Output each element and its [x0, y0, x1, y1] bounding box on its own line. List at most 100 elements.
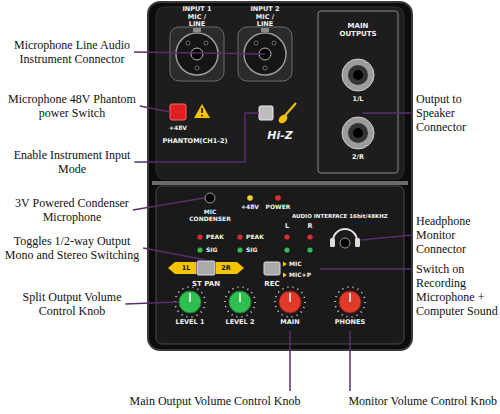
output-jack-nut: [342, 117, 374, 149]
combo-jack: [176, 33, 218, 75]
panel-marking: ST PAN: [192, 280, 220, 289]
panel-marking: PHONES: [335, 318, 365, 326]
panel-marking: MAIN OUTPUTS: [338, 22, 378, 38]
arrow-tag: [216, 262, 244, 274]
main-knob: [279, 291, 301, 313]
panel-marking: 1L: [182, 264, 191, 272]
panel-marking: SIG: [206, 246, 217, 254]
top-panel: [156, 7, 404, 179]
knob-indicator: [289, 293, 291, 302]
panel-marking: PHANTOM(CH1-2): [163, 137, 228, 145]
xlr-pin: [254, 41, 258, 45]
condenser-jack: [205, 193, 215, 203]
panel-marking: AUDIO INTERFACE 16bit/48KHZ: [292, 213, 388, 220]
knob-indicator: [189, 293, 191, 302]
leader-line: [125, 302, 178, 304]
warning-mark: [201, 115, 203, 117]
leader-line: [140, 106, 170, 112]
level-knob: [229, 291, 251, 313]
panel-marking: MIC+P: [289, 271, 311, 279]
pan-switch: [197, 261, 215, 275]
panel-marking: MIC: [289, 260, 302, 268]
knob-indicator: [239, 293, 241, 302]
combo-jack-latch: [193, 28, 201, 32]
led: [275, 195, 281, 201]
callout-label: Monitor Volume Control Knob: [348, 394, 497, 408]
leader-line: [133, 198, 204, 210]
panel-marking: PEAK: [206, 233, 224, 241]
leader-line: [361, 235, 412, 240]
phantom-switch: [170, 104, 186, 120]
led: [284, 247, 289, 252]
warning-triangle: [194, 104, 210, 118]
xlr-pin: [204, 41, 208, 45]
callout-label: Toggles 1/2-way Output Mono and Stereo S…: [4, 234, 140, 262]
headphone-icon: [355, 238, 360, 247]
jack-hole: [191, 48, 203, 60]
panel-marking: +48V: [241, 203, 259, 211]
led: [284, 234, 289, 239]
leader-line: [143, 248, 206, 260]
led: [237, 234, 242, 239]
level-knob: [179, 291, 201, 313]
callout-label: Split Output Volume Control Knob: [4, 290, 140, 318]
outputs-frame: [318, 11, 398, 173]
leader-line: [362, 112, 412, 114]
jack-hole: [353, 70, 363, 80]
callout-label: Microphone 48V Phantom power Switch: [4, 92, 140, 120]
knob-ticks: [175, 287, 205, 317]
leader-line: [134, 52, 265, 54]
callout-label: Enable Instrument Input Mode: [4, 148, 140, 176]
headphone-icon: [330, 238, 335, 247]
jack-hole: [353, 128, 363, 138]
panel-marking: L: [285, 222, 289, 230]
arrow-tag: [168, 262, 196, 274]
callout-label: 3V Powered Condenser Microphone: [4, 196, 140, 224]
led: [197, 247, 202, 252]
panel-marking: 2/R: [352, 153, 364, 161]
rec-switch: [264, 262, 280, 275]
panel-marking: LEVEL 1: [176, 318, 205, 326]
panel-marking: 2R: [221, 264, 231, 272]
knob-ticks: [225, 287, 255, 317]
housing: [148, 2, 412, 350]
led: [247, 195, 253, 201]
combo-jack-latch: [261, 28, 269, 32]
front-panel: [156, 186, 404, 344]
phones-knob: [339, 291, 361, 313]
callout-label: Microphone Line Audio Instrument Connect…: [4, 38, 140, 66]
panel-marking: INPUT 2 MIC / LINE: [247, 6, 283, 29]
xlr-pin: [195, 66, 199, 70]
output-jack: [348, 65, 368, 85]
hi-z-switch: [259, 106, 273, 120]
warning-mark: [201, 108, 203, 113]
pointer-triangle: [283, 273, 287, 278]
panel-marking: INPUT 1 MIC / LINE: [179, 6, 215, 29]
knob-ticks: [275, 287, 305, 317]
xlr-pin: [263, 66, 267, 70]
pointer-triangle: [283, 262, 287, 267]
led: [237, 247, 242, 252]
leader-line: [134, 113, 259, 162]
led: [307, 247, 312, 252]
headphone-jack: [340, 238, 350, 248]
leader-line: [320, 268, 412, 270]
panel-edge: [152, 181, 408, 185]
output-jack-nut: [342, 59, 374, 91]
led: [307, 234, 312, 239]
knob-indicator: [349, 293, 351, 302]
xlr-pin: [272, 41, 276, 45]
output-jack: [348, 123, 368, 143]
panel-marking: Hi-Z: [267, 129, 293, 143]
panel-marking: POWER: [266, 203, 291, 211]
knob-ticks: [335, 287, 365, 317]
panel-marking: MAIN: [280, 318, 299, 326]
leader-line: [289, 331, 291, 391]
panel-marking: MIC CONDENSER: [188, 208, 232, 222]
callout-label: Headphone Monitor Connector: [416, 214, 498, 256]
panel-marking: PEAK: [246, 233, 264, 241]
leader-line: [349, 331, 351, 391]
panel-marking: LEVEL 2: [226, 318, 255, 326]
led: [197, 234, 202, 239]
